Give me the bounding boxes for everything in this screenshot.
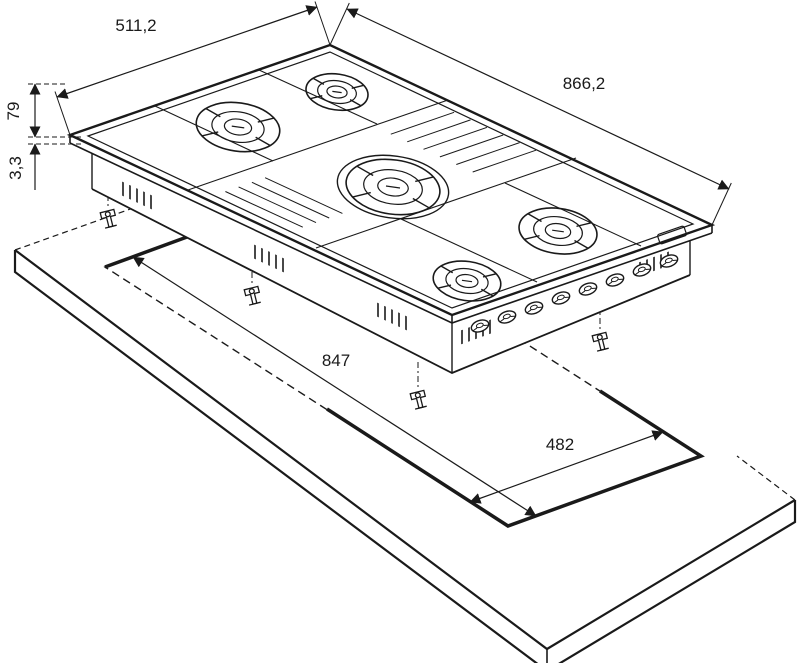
dim-line-511 [56,5,318,99]
brand-logo-plate [657,225,687,245]
hob-box [91,153,691,374]
hob-body [70,45,712,373]
dim-label-top-length: 866,2 [563,74,606,93]
hidden-edge-left [14,201,151,251]
dim-line-482 [469,430,664,504]
dim-line-847 [132,256,537,517]
dim-label-cutout-length: 847 [322,351,350,370]
grate-slats-left [225,177,343,228]
overall-dimensions: 511,2 866,2 79 3,3 [4,1,732,226]
dim-label-cutout-width: 482 [546,435,574,454]
cutout-edge-visible [104,235,188,269]
dim-label-top-width: 511,2 [115,16,156,35]
dim-line-866 [346,8,730,190]
dim-label-height: 79 [4,102,23,121]
cutout-dimensions: 847 482 [132,256,664,517]
dim-label-profile: 3,3 [6,156,25,180]
hidden-edge-right [736,455,796,501]
